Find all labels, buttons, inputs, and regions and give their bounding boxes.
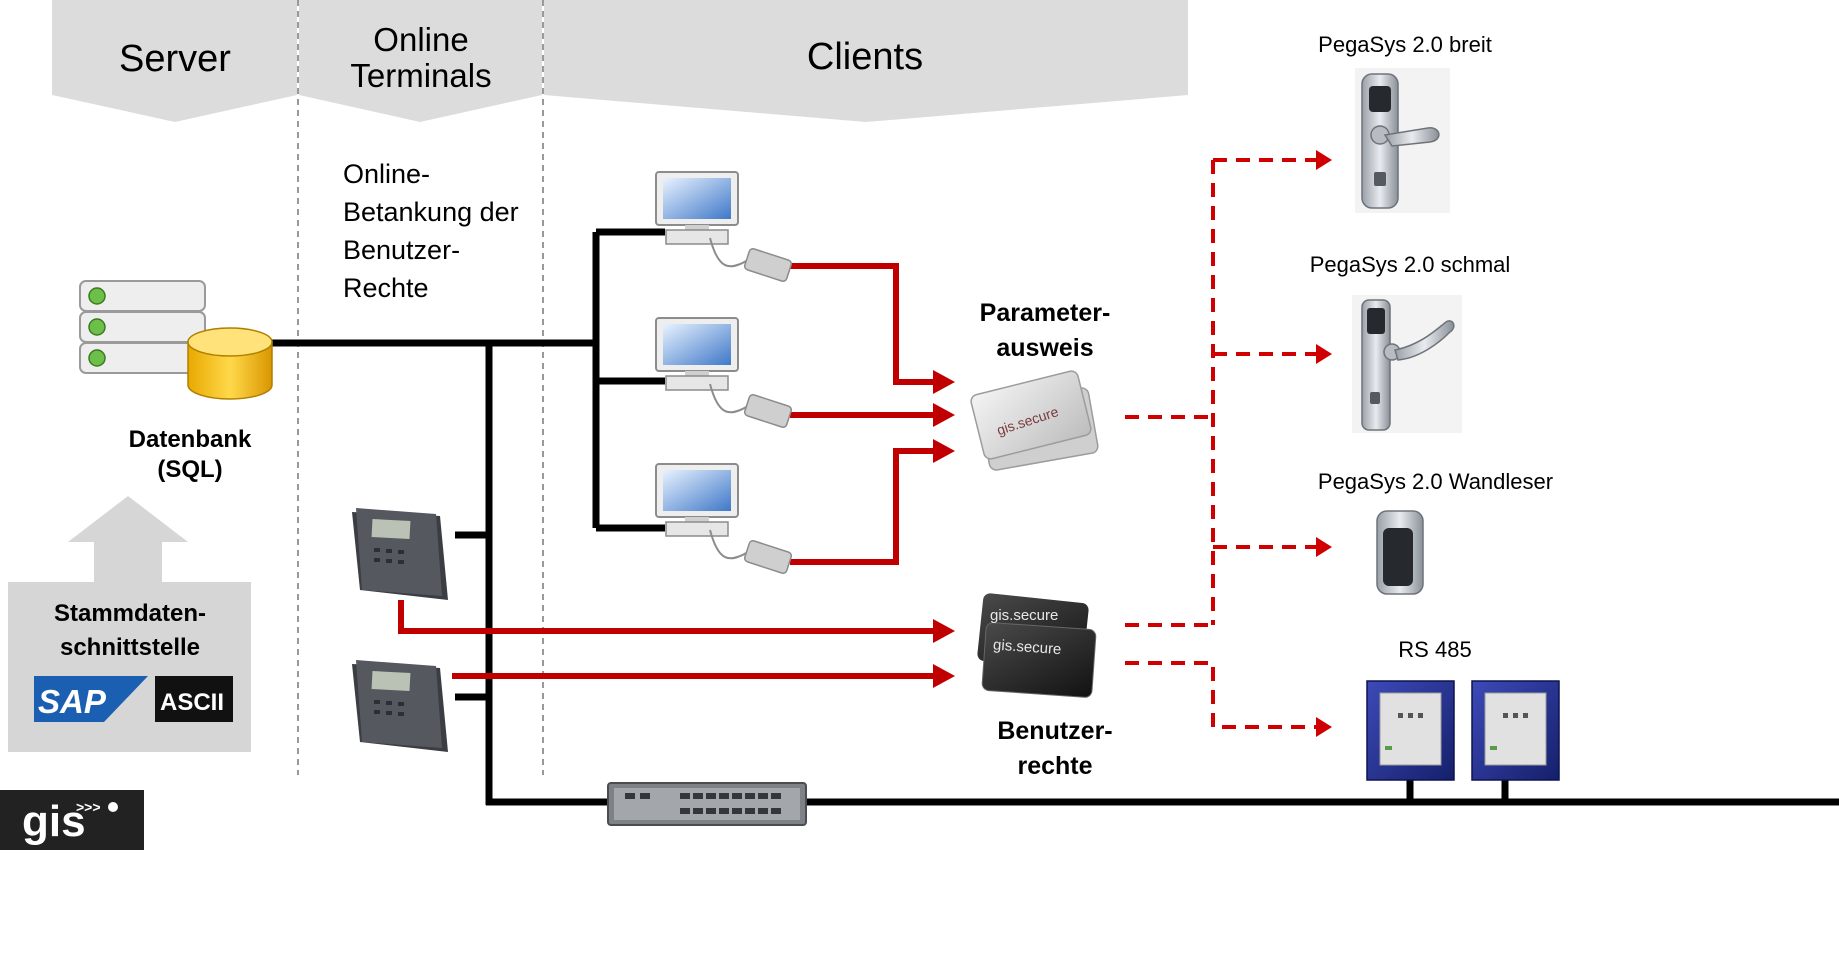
device-label-wandleser: PegaSys 2.0 Wandleser: [1317, 469, 1554, 494]
master-data-label-line1: Stammdaten-: [53, 600, 207, 627]
user-rights-card-label-line1: Benutzer-: [997, 717, 1113, 745]
online-note-line1: Online-: [343, 159, 431, 189]
parameter-card-label-line1: Parameter-: [979, 299, 1111, 327]
server-header-band: [52, 0, 297, 122]
client-computer-3: [655, 463, 749, 560]
master-data-box: [8, 582, 251, 752]
import-arrow: [68, 496, 188, 582]
svg-text:SAP: SAP: [38, 683, 107, 720]
database-label: Datenbank (SQL): [100, 425, 280, 485]
master-data-label: Stammdaten- schnittstelle: [15, 597, 245, 665]
column-header-clients: Clients: [806, 36, 924, 78]
terminals-header-band: [299, 0, 542, 122]
card-reader-2: [743, 394, 793, 428]
column-header-online-line2: Terminals: [350, 57, 492, 95]
column-header-online-line1: Online: [373, 21, 469, 58]
svg-text:ASCII: ASCII: [160, 689, 224, 716]
device-label-schmal: PegaSys 2.0 schmal: [1309, 252, 1511, 277]
client-computer-2: [655, 317, 749, 414]
ascii-logo: ASCII: [155, 676, 233, 722]
data-flow-lines: [398, 263, 935, 679]
parameter-card-icon: gis.secure: [970, 370, 1099, 471]
door-handle-wide-icon: [1355, 68, 1450, 213]
column-header-online-terminals: Online Terminals: [300, 21, 542, 95]
device-label-rs485: RS 485: [1398, 637, 1472, 662]
parameter-card-label: Parameter- ausweis: [950, 296, 1140, 366]
user-rights-card-icon: gis.secure gis.secure: [977, 593, 1097, 698]
gis-logo: gis >>>: [0, 790, 144, 850]
online-note-line4: Rechte: [343, 273, 429, 303]
clients-header-band: [544, 0, 1188, 122]
door-handle-narrow-icon: [1352, 295, 1462, 433]
device-label-breit: PegaSys 2.0 breit: [1318, 32, 1492, 57]
dashed-distribution: [1125, 158, 1318, 729]
master-data-label-line2: schnittstelle: [59, 634, 201, 661]
gis-logo-text: gis: [22, 797, 86, 846]
network-switch-icon: [607, 782, 807, 826]
client-computer-1: [655, 171, 749, 268]
online-terminal-2: [352, 660, 448, 752]
user-rights-card-label-line2: rechte: [1017, 752, 1093, 780]
rs485-reader-1-icon: [1366, 680, 1455, 781]
database-label-line1: Datenbank: [128, 426, 252, 453]
user-rights-card-label: Benutzer- rechte: [960, 714, 1150, 784]
online-note-line2: Betankung der: [343, 197, 519, 227]
card-reader-3: [743, 540, 793, 574]
database-server-icon: [79, 280, 273, 400]
rs485-reader-2-icon: [1471, 680, 1560, 781]
user-rights-card-text-1: gis.secure: [990, 607, 1058, 624]
card-reader-1: [743, 248, 793, 282]
data-flow-arrowheads: [933, 370, 955, 688]
sap-logo: SAP: [34, 676, 148, 722]
header-bands: [52, 0, 1188, 122]
wall-reader-icon: [1376, 510, 1424, 595]
database-label-line2: (SQL): [157, 456, 223, 483]
dashed-arrowheads: [1316, 150, 1332, 737]
user-rights-card-text-2: gis.secure: [993, 636, 1062, 658]
online-note: Online- Betankung der Benutzer- Rechte: [343, 155, 563, 307]
svg-text:>>>: >>>: [76, 799, 101, 815]
online-terminal-1: [352, 508, 448, 600]
online-note-line3: Benutzer-: [343, 235, 461, 265]
parameter-card-label-line2: ausweis: [996, 334, 1094, 362]
column-header-server: Server: [119, 38, 231, 80]
